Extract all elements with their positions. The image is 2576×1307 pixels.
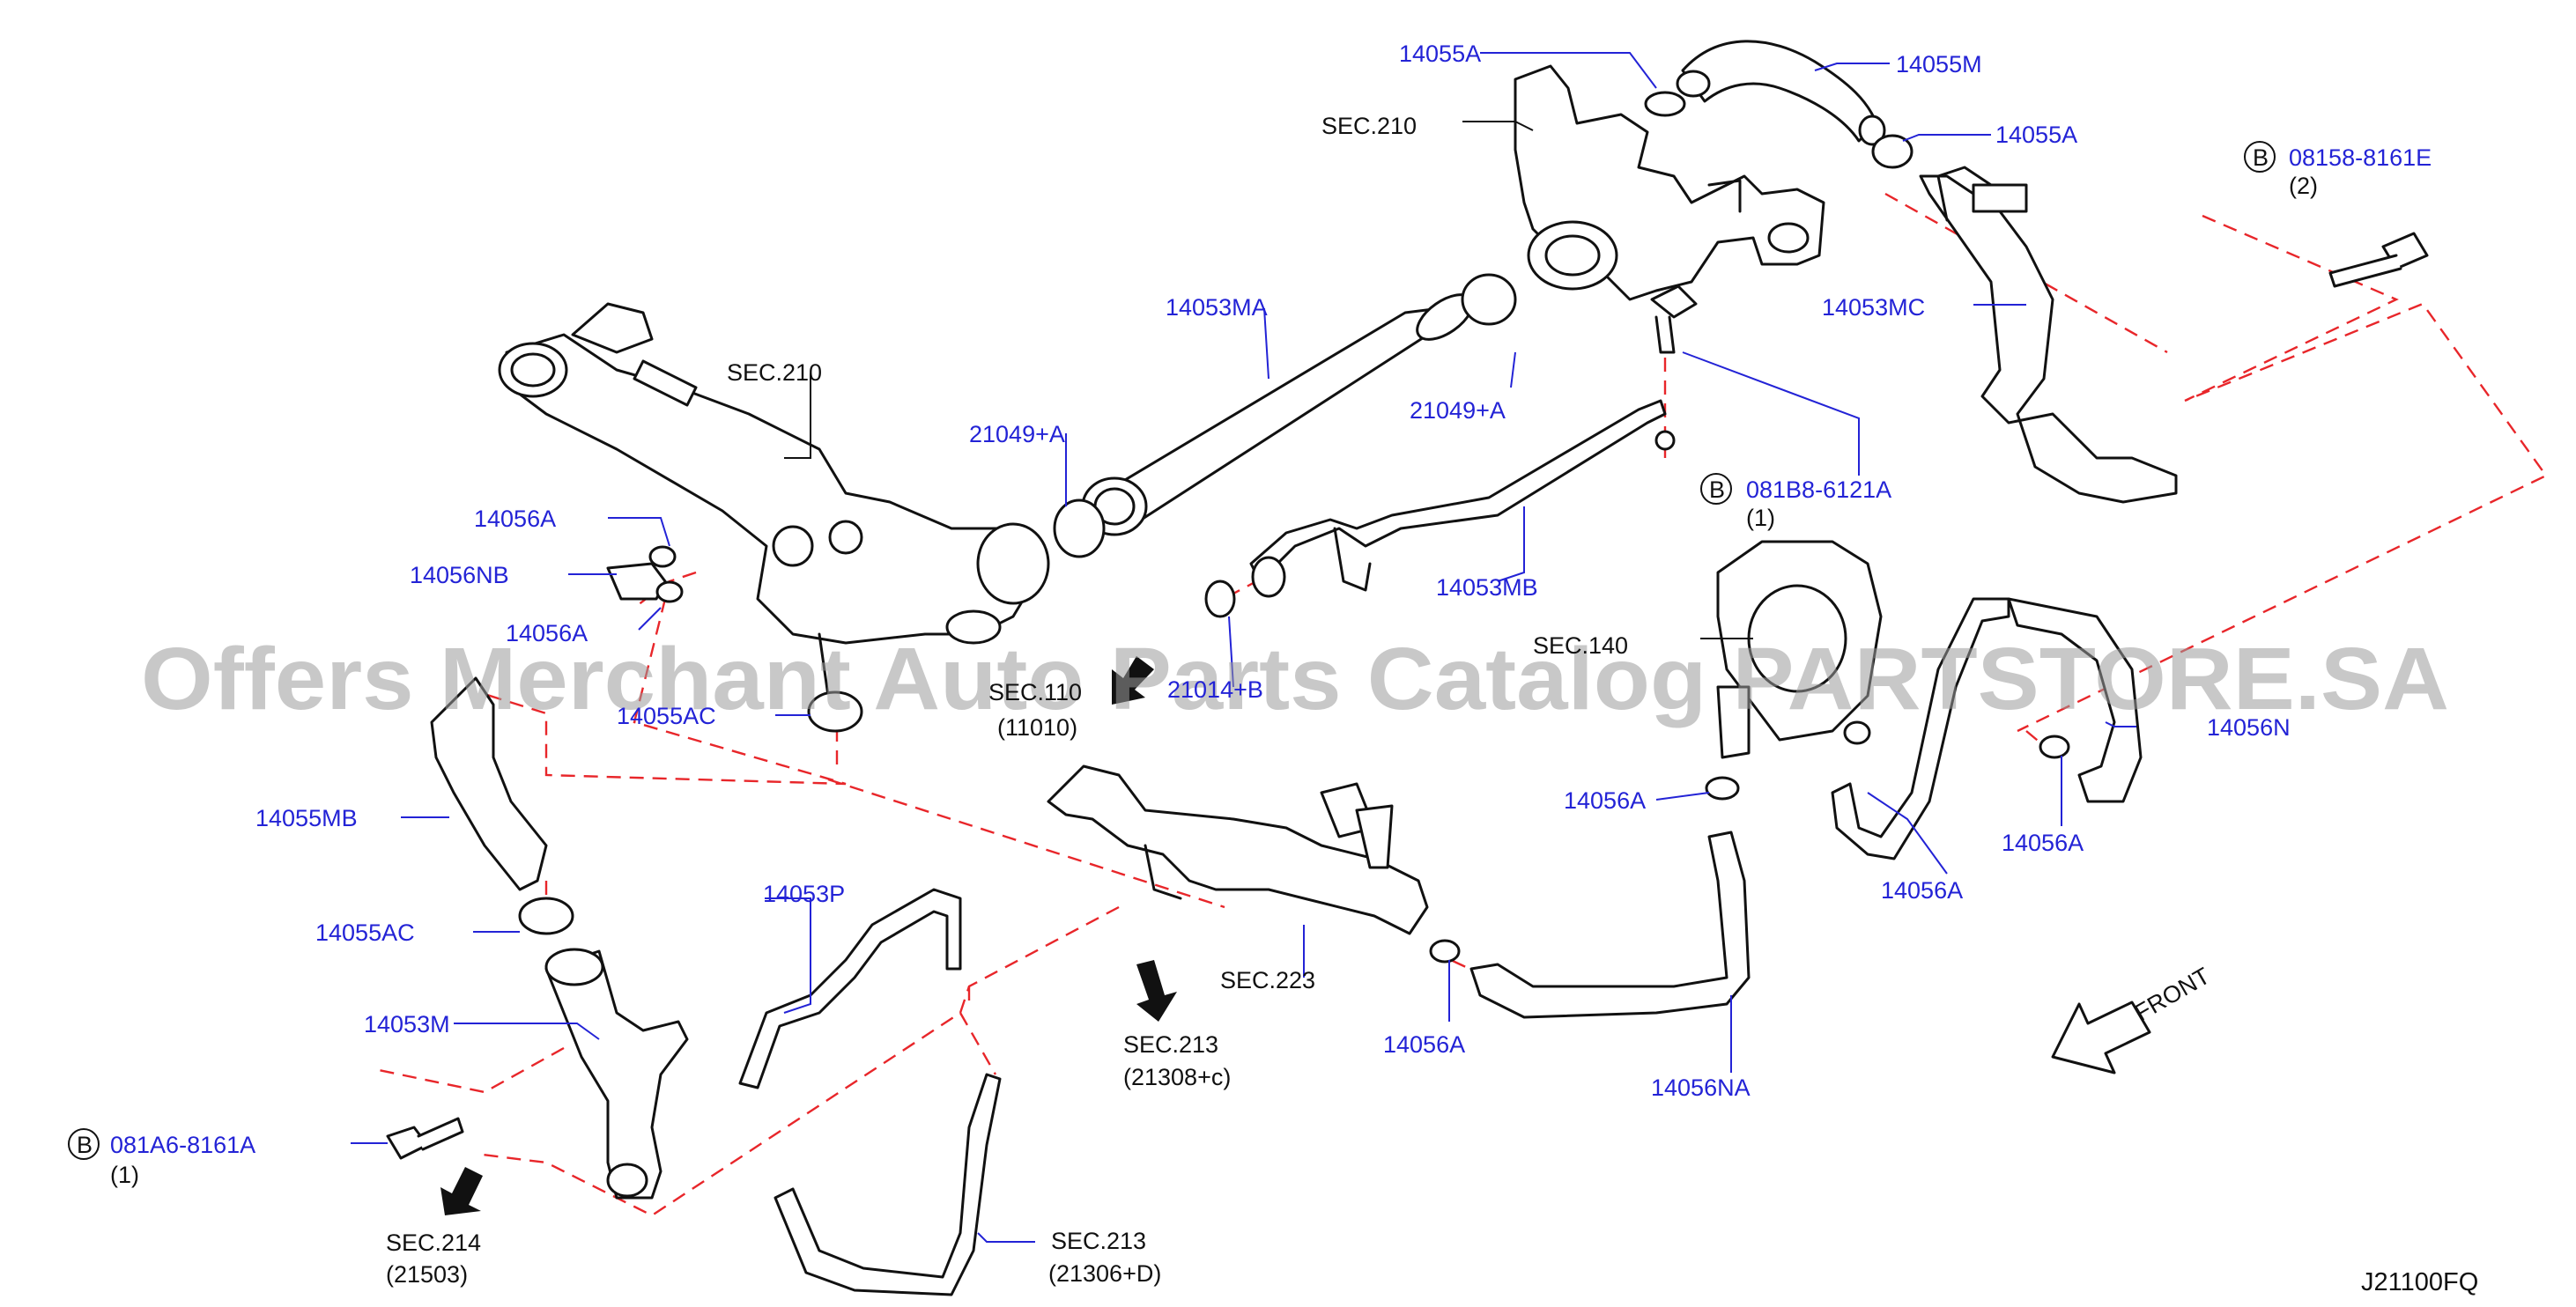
hose-14056n bbox=[2007, 597, 2143, 803]
watermark: Offers Merchant Auto Parts Catalog PARTS… bbox=[141, 630, 2449, 728]
arrow-sec213-icon bbox=[1136, 960, 1177, 1022]
label-sec213-mid-sub: (21308+c) bbox=[1123, 1064, 1231, 1090]
label-sec210-left: SEC.210 bbox=[727, 359, 822, 386]
pipe-14053m bbox=[544, 948, 689, 1200]
label-14056a-1: 14056A bbox=[474, 506, 556, 532]
clamp-14056a-5 bbox=[2039, 735, 2070, 759]
thermostat-housing-left bbox=[498, 302, 1050, 698]
label-sec210-top: SEC.210 bbox=[1321, 113, 1417, 139]
label-sec214: SEC.214 bbox=[386, 1229, 481, 1256]
bolt-badge-letter-081b8: B bbox=[1709, 476, 1725, 503]
front-label: FRONT bbox=[2130, 963, 2215, 1026]
label-14055mb: 14055MB bbox=[255, 805, 358, 831]
label-08158-8161e: 08158-8161E bbox=[2289, 144, 2432, 171]
pipe-assembly-sec223 bbox=[1047, 764, 1429, 935]
bolt-badge-letter-08158: B bbox=[2253, 144, 2269, 171]
leader-lines bbox=[351, 52, 2136, 1243]
qty-08158: (2) bbox=[2289, 173, 2318, 199]
water-outlet-housing-top bbox=[1514, 64, 1825, 301]
bolt-badge-08158 bbox=[2244, 141, 2276, 173]
label-14056a-6: 14056A bbox=[1383, 1031, 1465, 1058]
label-14053m: 14053M bbox=[364, 1011, 450, 1037]
bolt-badge-081a6 bbox=[68, 1128, 100, 1160]
gasket-21014b bbox=[1204, 580, 1236, 618]
clamp-14056a-4 bbox=[1843, 720, 1871, 745]
bolt-08158 bbox=[2328, 232, 2429, 288]
label-sec110: SEC.110 bbox=[988, 679, 1082, 705]
clamp-14055ac-bottom bbox=[518, 897, 574, 935]
pipe-14053mb bbox=[1249, 399, 1676, 598]
label-sec213-bottom: SEC.213 bbox=[1051, 1228, 1146, 1254]
front-arrow-icon bbox=[2051, 1001, 2151, 1074]
bracket-pipe-14053mc bbox=[1919, 166, 2178, 504]
label-14056a-2: 14056A bbox=[506, 620, 588, 646]
hose-clamp-top-2 bbox=[1871, 134, 1913, 169]
label-14056n: 14056N bbox=[2207, 714, 2291, 741]
bolt-badge-081b8 bbox=[1700, 473, 1732, 505]
label-14055ac-bottom: 14055AC bbox=[315, 919, 415, 946]
label-14056a-5: 14056A bbox=[2002, 830, 2084, 856]
label-sec213-mid: SEC.213 bbox=[1123, 1031, 1218, 1058]
hose-clamp-top-1 bbox=[1644, 91, 1686, 117]
gasket-plate-sec140 bbox=[1716, 540, 1883, 759]
section-arrows bbox=[440, 656, 2151, 1215]
label-14056na: 14056NA bbox=[1651, 1074, 1751, 1101]
bolt-badge-letter-081a6: B bbox=[77, 1132, 93, 1158]
label-sec213-bottom-sub: (21306+D) bbox=[1048, 1260, 1161, 1287]
o-ring-21049a-left bbox=[1053, 498, 1106, 558]
label-21014b: 21014+B bbox=[1167, 676, 1263, 703]
qty-081a6: (1) bbox=[110, 1162, 139, 1188]
clamp-14056a-6 bbox=[1429, 939, 1461, 964]
clamp-14055ac-top bbox=[807, 690, 863, 733]
bolt-081a6 bbox=[386, 1117, 464, 1160]
label-14055a-top: 14055A bbox=[1399, 41, 1481, 67]
label-14055ac-top: 14055AC bbox=[617, 703, 716, 729]
label-sec140: SEC.140 bbox=[1533, 632, 1628, 659]
label-14055m: 14055M bbox=[1896, 51, 1982, 78]
hose-14055mb bbox=[430, 676, 548, 891]
label-14056nb: 14056NB bbox=[410, 562, 509, 588]
o-ring-21049a-top bbox=[1461, 273, 1517, 326]
label-sec110-sub: (11010) bbox=[997, 714, 1077, 741]
clamp-14056a-3 bbox=[1705, 776, 1740, 801]
hose-14056na bbox=[1469, 831, 1751, 1019]
label-081b8-6121a: 081B8-6121A bbox=[1746, 476, 1891, 503]
arrow-sec110-icon bbox=[1112, 656, 1154, 705]
label-14055a-right: 14055A bbox=[1995, 122, 2077, 148]
diagram-code: J21100FQ bbox=[2361, 1268, 2478, 1296]
clamp-14056a-1 bbox=[648, 545, 677, 568]
label-14056a-3: 14056A bbox=[1564, 787, 1646, 814]
label-081a6-8161a: 081A6-8161A bbox=[110, 1132, 255, 1158]
qty-081b8: (1) bbox=[1746, 505, 1775, 531]
label-14053mb: 14053MB bbox=[1436, 574, 1538, 601]
label-14053mc: 14053MC bbox=[1822, 294, 1925, 321]
upper-hose-14055m bbox=[1676, 40, 1886, 146]
label-sec223: SEC.223 bbox=[1220, 967, 1315, 993]
label-21049a-left: 21049+A bbox=[969, 421, 1065, 447]
hose-sec213-bottom bbox=[774, 1073, 1002, 1296]
clamp-14056a-2 bbox=[655, 580, 684, 603]
hose-14056a-right bbox=[1831, 597, 2010, 860]
label-14056a-4: 14056A bbox=[1881, 877, 1963, 904]
label-14053ma: 14053MA bbox=[1166, 294, 1268, 321]
label-21049a-top: 21049+A bbox=[1410, 397, 1506, 424]
label-sec214-sub: (21503) bbox=[386, 1261, 468, 1288]
pipe-14053p bbox=[738, 888, 962, 1089]
label-14053p: 14053P bbox=[763, 881, 845, 907]
bolt-081b8 bbox=[1650, 284, 1698, 354]
arrow-sec214-icon bbox=[440, 1167, 483, 1215]
parts-drawing bbox=[386, 40, 2429, 1296]
